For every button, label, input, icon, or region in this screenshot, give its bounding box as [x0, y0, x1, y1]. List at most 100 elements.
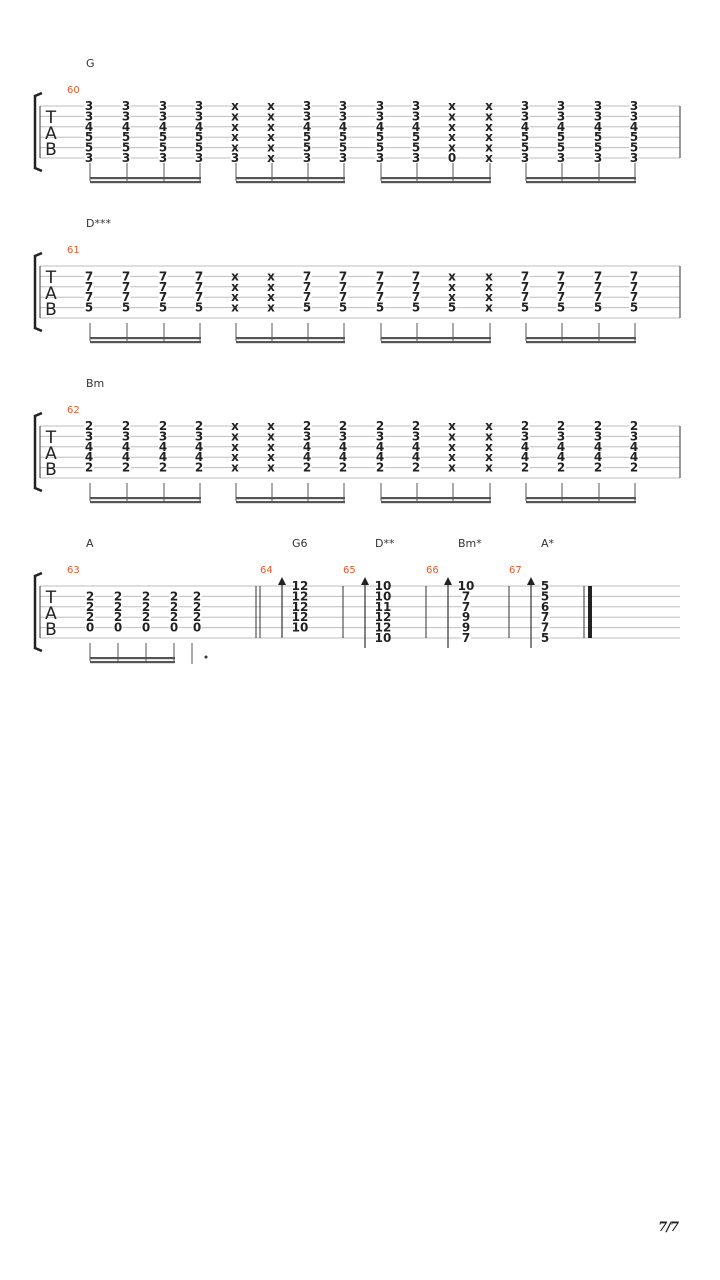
fret-bg [556, 281, 566, 293]
page-number: 7/7 [658, 1220, 679, 1235]
fret-number: 2 [521, 461, 529, 475]
fret-number: x [267, 280, 275, 294]
chord-name: G [86, 57, 95, 70]
fret-number: x [485, 109, 493, 123]
fret-bg [629, 270, 639, 282]
fret-bg [520, 110, 530, 122]
fret-number: 3 [85, 99, 93, 113]
fret-bg [302, 430, 312, 442]
fret-number: 7 [521, 290, 529, 304]
fret-number: 4 [412, 440, 420, 454]
fret-number: 5 [557, 301, 565, 315]
fret-bg [375, 142, 385, 154]
fret-bg [629, 441, 639, 453]
fret-number: 5 [195, 130, 203, 144]
fret-number: 5 [412, 141, 420, 155]
fret-number: 3 [122, 151, 130, 165]
tab-clef-t: T [45, 108, 57, 128]
fret-number: 0 [142, 621, 150, 635]
fret-number: 5 [85, 130, 93, 144]
fret-bg [194, 420, 204, 432]
fret-number: x [448, 269, 456, 283]
fret-number: 3 [521, 99, 529, 113]
fret-number: 2 [86, 610, 94, 624]
fret-bg [121, 441, 131, 453]
fret-bg [84, 441, 94, 453]
beam [526, 501, 636, 504]
fret-bg [556, 100, 566, 112]
fret-number: 5 [541, 631, 549, 645]
fret-number: 7 [303, 290, 311, 304]
fret-bg [302, 121, 312, 133]
fret-bg [194, 430, 204, 442]
tab-clef-b: B [45, 620, 57, 640]
tab-clef-a: A [45, 604, 57, 624]
fret-number: 5 [85, 141, 93, 155]
fret-number: x [485, 120, 493, 134]
fret-bg [158, 291, 168, 303]
fret-bg [520, 142, 530, 154]
fret-number: 5 [521, 141, 529, 155]
fret-bg [411, 291, 421, 303]
fret-number: 3 [521, 429, 529, 443]
fret-number: 5 [557, 130, 565, 144]
fret-bg [169, 622, 179, 634]
fret-bg [121, 131, 131, 143]
fret-bg [593, 291, 603, 303]
fret-number: 5 [521, 301, 529, 315]
fret-bg [411, 420, 421, 432]
fret-number: 5 [303, 130, 311, 144]
fret-number: 5 [303, 301, 311, 315]
fret-number: 5 [594, 141, 602, 155]
fret-number: 5 [412, 301, 420, 315]
fret-bg [411, 441, 421, 453]
fret-number: 7 [594, 290, 602, 304]
fret-bg [629, 152, 639, 164]
beam [90, 177, 201, 180]
fret-number: x [267, 99, 275, 113]
fret-number: 5 [85, 301, 93, 315]
fret-number: 4 [339, 120, 347, 134]
fret-bg [194, 451, 204, 463]
fret-number: 3 [303, 109, 311, 123]
fret-bg [520, 430, 530, 442]
fret-number: x [485, 130, 493, 144]
fret-number: x [448, 290, 456, 304]
fret-number: 5 [159, 301, 167, 315]
fret-bg [338, 462, 348, 474]
fret-number: 2 [142, 600, 150, 614]
beam [526, 341, 636, 344]
fret-number: x [231, 99, 239, 113]
fret-bg [540, 580, 550, 592]
fret-number: 7 [339, 290, 347, 304]
fret-bg [375, 152, 385, 164]
fret-bg [629, 142, 639, 154]
fret-bg [378, 622, 388, 634]
fret-number: 2 [630, 461, 638, 475]
fret-bg [411, 302, 421, 314]
fret-number: x [231, 120, 239, 134]
fret-bg [169, 601, 179, 613]
fret-bg [411, 142, 421, 154]
fret-bg [629, 131, 639, 143]
fret-bg [121, 142, 131, 154]
fret-number: 5 [630, 301, 638, 315]
fret-number: 7 [630, 290, 638, 304]
fret-bg [113, 601, 123, 613]
fret-number: x [267, 269, 275, 283]
fret-bg [158, 420, 168, 432]
fret-bg [121, 462, 131, 474]
fret-bg [84, 131, 94, 143]
fret-number: 7 [594, 280, 602, 294]
fret-number: 10 [375, 589, 392, 603]
beam [236, 497, 345, 500]
fret-bg [194, 100, 204, 112]
fret-bg [556, 441, 566, 453]
fret-number: 3 [376, 429, 384, 443]
fret-number: 4 [339, 450, 347, 464]
fret-bg [84, 430, 94, 442]
fret-number: 11 [375, 600, 392, 614]
fret-number: 3 [594, 151, 602, 165]
fret-bg [141, 601, 151, 613]
fret-number: 5 [557, 141, 565, 155]
